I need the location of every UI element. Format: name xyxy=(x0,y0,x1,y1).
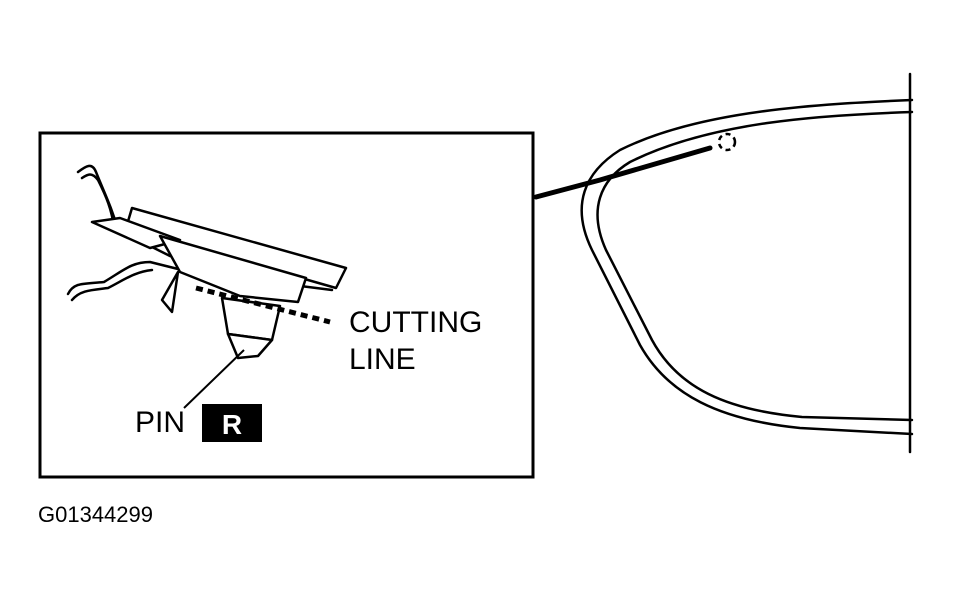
pin-badge-letter: R xyxy=(222,409,242,440)
clip-location-marker xyxy=(717,132,737,152)
clip-body xyxy=(90,206,348,360)
pin-badge-box xyxy=(202,404,262,442)
panel-outline xyxy=(580,72,914,454)
pin-leader-line xyxy=(183,349,245,409)
figure-id: G01344299 xyxy=(38,502,153,527)
pin-label: PIN xyxy=(135,406,185,439)
detail-leader-line xyxy=(533,145,713,200)
cutting-label-line2: LINE xyxy=(349,343,416,376)
cutting-label-line1: CUTTING xyxy=(349,306,482,339)
detail-inset-frame xyxy=(38,131,535,479)
